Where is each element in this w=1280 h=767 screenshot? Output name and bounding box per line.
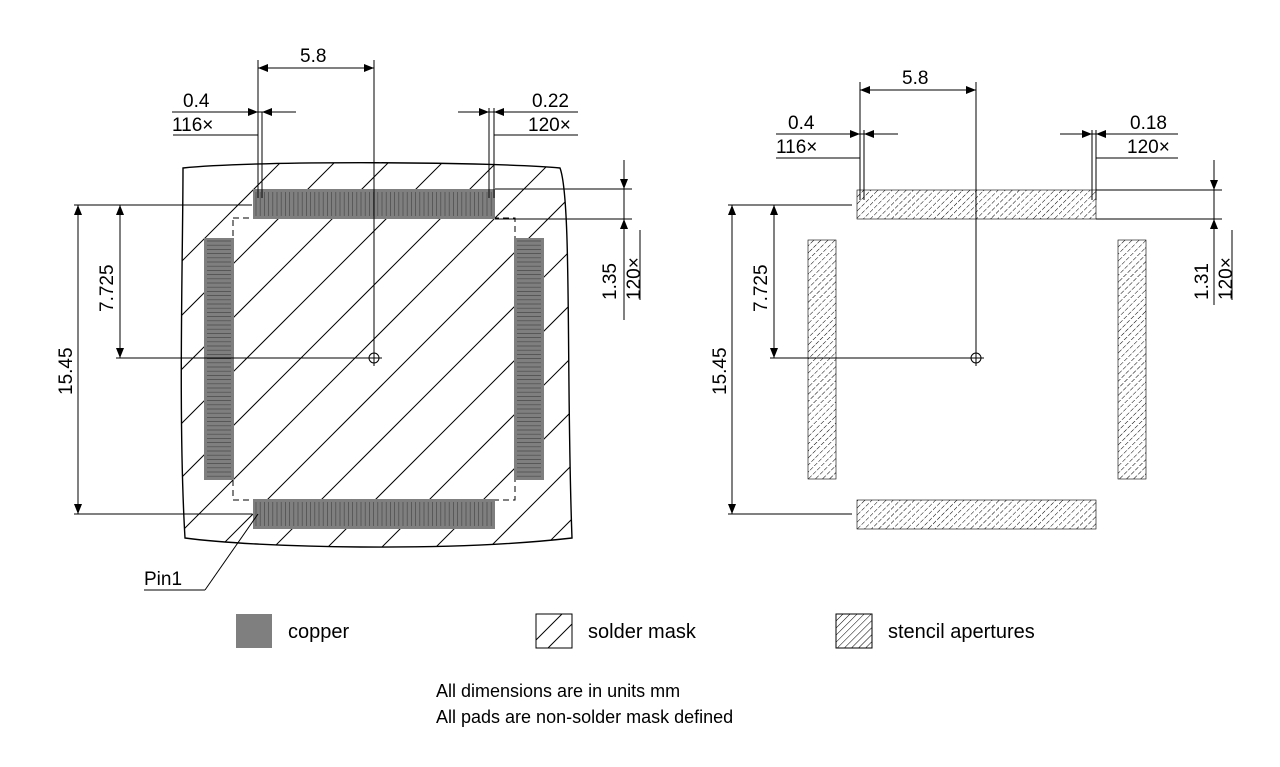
copper-pad-col-right [514,238,544,480]
copper-pad-row-bottom [253,499,495,529]
copper-swatch [236,614,272,648]
dim-full-y: 15.45 [710,347,731,395]
legend-label-solder-mask: solder mask [588,621,697,643]
dim-pitch-b: 0.18 [1130,113,1167,134]
dim-pitch-a: 0.4 [788,113,815,134]
legend-item-solder-mask: solder mask [535,613,697,649]
legend-label-stencil: stencil apertures [888,621,1035,643]
stencil-row-bottom [856,499,1097,530]
dim-center-x: 5.8 [300,46,326,67]
dim-count-a: 116× [172,115,213,136]
dim-full-y: 15.45 [56,347,77,395]
dim-pad-count: 120× [624,257,645,300]
dim-pitch-b: 0.22 [532,91,569,112]
solder-mask-swatch [535,613,573,649]
legend-item-stencil: stencil apertures [835,613,1035,649]
legend: copper solder mask stencil apertures [236,613,1035,649]
dim-count-b: 120× [528,115,571,136]
legend-item-copper: copper [236,614,349,648]
stencil-col-left [807,239,837,480]
dim-count-b: 120× [1127,137,1170,158]
legend-label-copper: copper [288,621,349,643]
stencil-col-right [1117,239,1147,480]
dim-half-y: 7.725 [97,264,118,312]
right-view: 5.8 0.4 116× 0.18 120× 1.31 120× 7.725 1… [710,68,1237,530]
center-mark [968,350,984,366]
stencil-apertures [807,189,1147,530]
dim-pad-len: 1.31 [1192,263,1213,300]
dim-center-x: 5.8 [902,68,928,89]
left-view: 5.8 0.4 116× 0.22 120× 1.35 120× 7.725 1… [56,46,645,591]
stencil-swatch [835,613,873,649]
dim-pad-count: 120× [1216,257,1237,300]
center-mark [366,350,382,366]
pin1-label: Pin1 [144,569,182,590]
dim-pad-len: 1.35 [600,263,621,300]
note-pads: All pads are non-solder mask defined [436,707,734,727]
dim-count-a: 116× [776,137,817,158]
copper-pad-col-left [204,238,234,480]
dim-pitch-a: 0.4 [183,91,210,112]
dim-half-y: 7.725 [751,264,772,312]
note-units: All dimensions are in units mm [436,681,681,701]
